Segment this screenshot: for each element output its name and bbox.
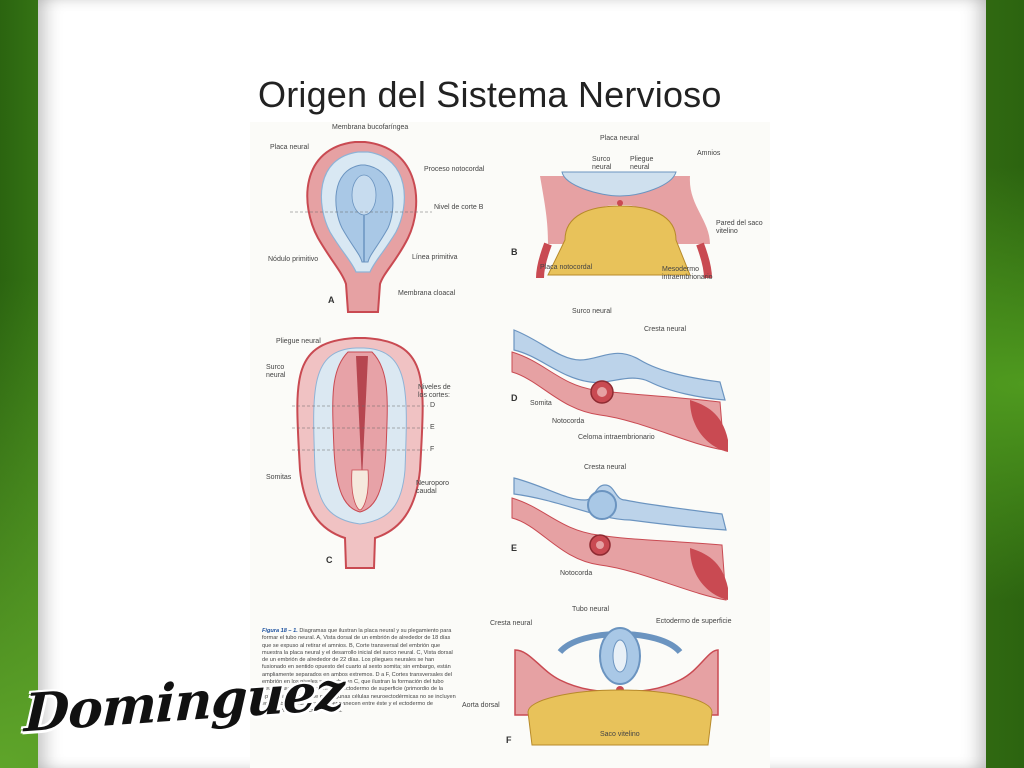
label-surco-neural-d: Surco neural [572,308,612,315]
caption-figure-number: Figura 18 – 1. [262,628,298,634]
label-placa-neural-b: Placa neural [600,135,639,142]
caption-text: Diagramas que ilustran la placa neural y… [262,628,456,715]
label-placa-notocordal: Placa notocordal [540,264,593,271]
label-somita: Somita [530,400,552,407]
label-linea-primitiva: Línea primitiva [412,254,458,261]
panel-letter-a: A [328,295,335,305]
figure-caption: Figura 18 – 1. Diagramas que ilustran la… [262,628,458,716]
label-pliegue-neural-c: Pliegue neural [276,338,321,345]
label-nivel-corte: Nivel de corte B [434,204,484,211]
slide-title: Origen del Sistema Nervioso [258,74,722,115]
panel-f-drawing [514,627,719,746]
panel-a-drawing [290,141,432,313]
label-somitas: Somitas [266,474,292,481]
panel-letter-b: B [511,247,518,257]
label-celoma: Celoma intraembrionario [578,434,655,441]
label-ectodermo: Ectodermo de superficie [656,618,732,625]
panel-d-drawing [511,329,728,452]
label-cresta-neural-f: Cresta neural [490,620,533,627]
label-notocorda-d: Notocorda [552,418,585,425]
label-nodulo-primitivo: Nódulo primitivo [268,256,319,263]
label-surco-neural-b: Surco neural [592,156,612,171]
label-placa-neural-a: Placa neural [270,144,309,151]
label-saco-vitelino: Saco vitelino [600,731,640,738]
label-mesodermo: Mesodermo intraembrionario [662,266,713,281]
label-tubo-neural: Tubo neural [572,606,610,613]
panel-b-drawing [536,171,712,279]
label-amnios: Amnios [697,150,721,157]
label-level-d: D [430,402,436,409]
label-cresta-neural-e: Cresta neural [584,464,627,471]
panel-letter-f: F [506,735,512,745]
label-niveles-cortes: Niveles de los cortes: [418,384,451,399]
label-membrana-cloacal: Membrana cloacal [398,290,456,297]
panel-letter-d: D [511,393,518,403]
label-aorta-dorsal: Aorta dorsal [462,702,500,709]
label-neuroporo: Neuroporo caudal [416,480,450,495]
label-membrana-bucofaringea: Membrana bucofaríngea [332,124,409,131]
label-pared-saco: Pared del saco vitelino [716,220,763,235]
panel-letter-e: E [511,543,518,553]
panel-c-drawing [292,337,428,569]
panel-e-drawing [511,477,728,601]
label-proceso-notocordal: Proceso notocordal [424,166,485,173]
label-surco-neural-c: Surco neural [266,364,286,379]
panel-letter-c: C [326,555,333,565]
label-pliegue-neural-b: Pliegue neural [630,156,654,171]
label-cresta-neural-d: Cresta neural [644,326,687,333]
label-level-f: F [430,446,435,453]
label-notocorda-e: Notocorda [560,570,593,577]
label-level-e: E [430,424,435,431]
